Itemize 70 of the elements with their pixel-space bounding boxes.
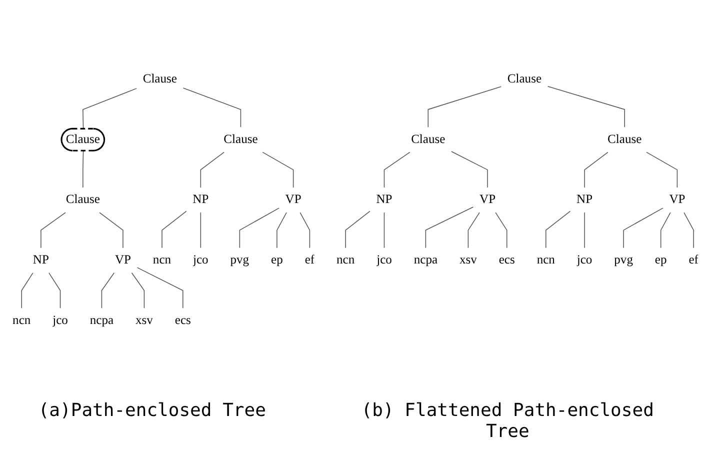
connector <box>345 210 370 248</box>
connector <box>584 152 608 188</box>
node-text: Clause <box>66 132 100 146</box>
connector <box>131 272 145 309</box>
connector <box>660 212 671 248</box>
node-text: pvg <box>230 253 250 267</box>
node-text: NP <box>376 192 392 206</box>
node-text: ncpa <box>414 253 438 267</box>
node-text: NP <box>576 192 593 206</box>
node-text: Clause <box>608 132 642 146</box>
connector <box>48 272 61 309</box>
node-text: ecs <box>174 314 191 327</box>
node-text: ncn <box>336 253 355 267</box>
node-text: xsv <box>136 314 153 327</box>
connector <box>239 208 280 248</box>
connector <box>384 152 410 188</box>
node-text: ef <box>304 253 315 267</box>
node-text: ep <box>271 253 283 267</box>
node-text: Clause <box>142 72 177 86</box>
node-text: VP <box>285 192 302 206</box>
node-text: VP <box>480 192 496 206</box>
connector <box>262 152 294 188</box>
connector <box>384 212 385 248</box>
node-text: Clause <box>507 72 542 86</box>
connector <box>547 86 625 128</box>
node-text: jco <box>376 253 392 267</box>
connector <box>545 210 571 248</box>
node-text: Clause <box>411 132 446 146</box>
node-text: NP <box>32 253 49 267</box>
connector <box>428 86 502 128</box>
node-text: VP <box>114 253 131 267</box>
connector <box>623 208 664 248</box>
node-text: VP <box>669 192 686 206</box>
connector <box>468 212 480 248</box>
connector <box>82 88 137 130</box>
connector <box>82 150 84 188</box>
node-text: ncn <box>152 253 172 267</box>
node-text: jco <box>192 253 208 267</box>
node-text: jco <box>576 253 592 267</box>
node-text: ncpa <box>90 314 114 327</box>
node-text: Clause <box>224 132 258 146</box>
node-text: Clause <box>66 192 100 206</box>
connector <box>584 212 585 248</box>
connector <box>40 212 66 248</box>
node-text: ep <box>654 253 667 267</box>
connector <box>276 212 287 248</box>
caption: (a)Path-enclosed Tree <box>38 400 266 423</box>
connector <box>646 152 678 188</box>
connector <box>200 212 202 248</box>
caption: (b) Flattened Path-enclosed Tree <box>360 400 655 442</box>
node-text: ecs <box>498 253 515 267</box>
connector <box>99 212 124 248</box>
node-text: jco <box>52 314 68 327</box>
connector <box>162 210 187 248</box>
connector <box>182 88 242 128</box>
connector <box>101 272 115 309</box>
connector <box>684 212 694 248</box>
connector <box>425 206 474 248</box>
connector <box>300 212 310 248</box>
node-text: NP <box>192 192 209 206</box>
node-text: ncn <box>536 253 555 267</box>
connector <box>21 272 34 309</box>
connector <box>495 212 508 248</box>
connector <box>136 267 184 309</box>
connector <box>200 152 224 188</box>
node-text: pvg <box>614 253 633 267</box>
connector <box>451 151 488 188</box>
node-text: ef <box>688 253 698 267</box>
node-text: ncn <box>12 314 31 327</box>
node-text: xsv <box>459 253 477 267</box>
